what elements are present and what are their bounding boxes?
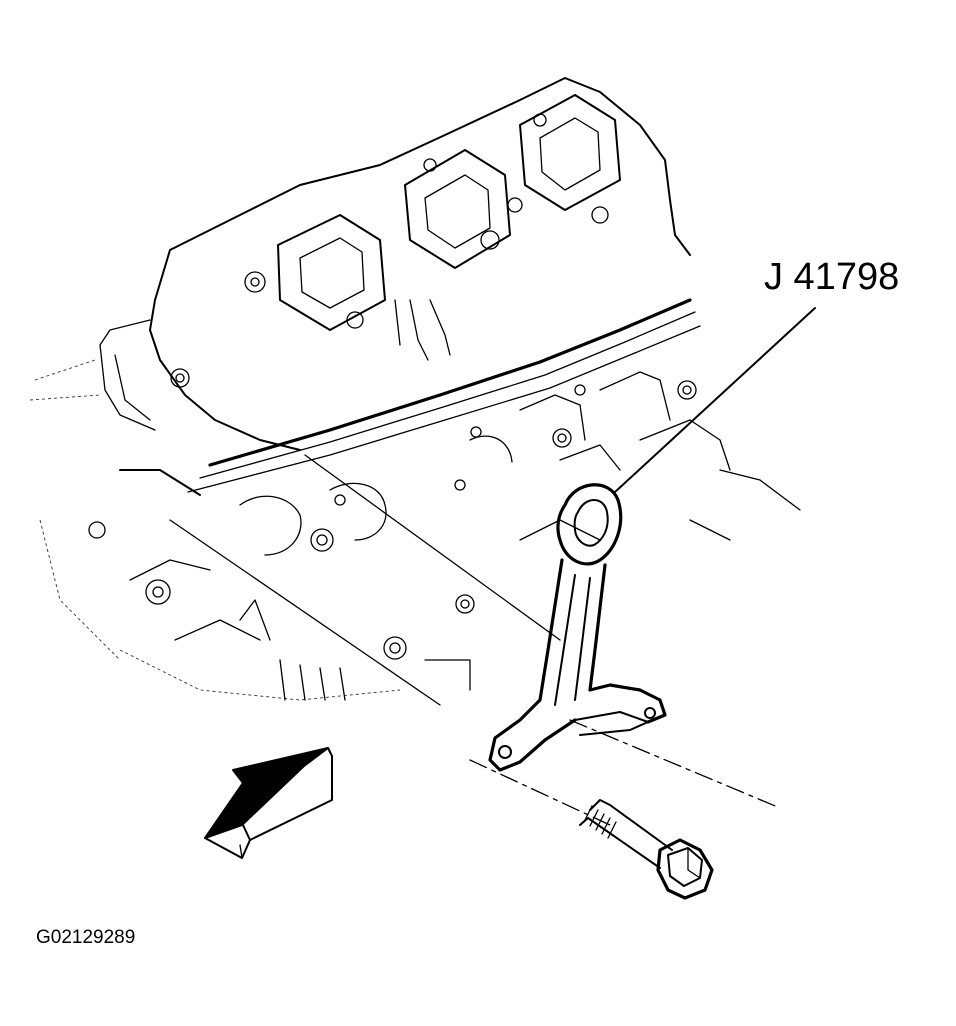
front-arrow-icon bbox=[204, 747, 333, 859]
engine-block-icon bbox=[29, 77, 801, 701]
callout-leader-line bbox=[614, 307, 816, 493]
bolt-icon bbox=[579, 799, 714, 900]
lift-bracket-icon bbox=[488, 483, 667, 772]
figure-id: G02129289 bbox=[36, 927, 136, 948]
callout-label: J 41798 bbox=[764, 256, 900, 298]
coil-pack-icon bbox=[277, 94, 621, 331]
centerline-icon bbox=[169, 454, 781, 826]
